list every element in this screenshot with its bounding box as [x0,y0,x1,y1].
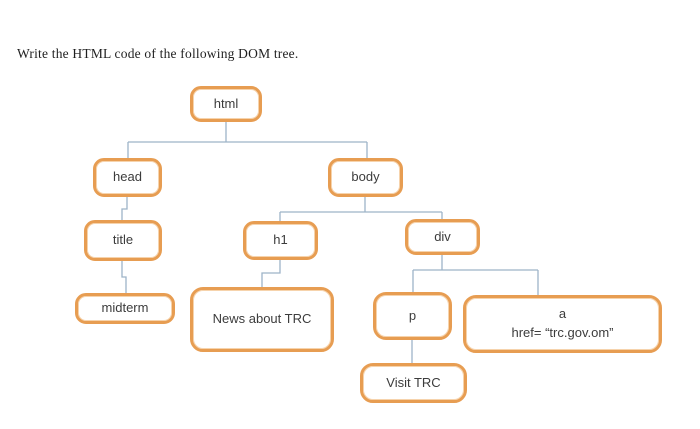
tree-node-news-about-trc: News about TRC [190,287,334,352]
tree-node-div-label: div [434,228,451,244]
connector-html-to-head-body [127,122,368,158]
prompt-text: Write the HTML code of the following DOM… [17,46,299,61]
tree-node-visit-trc: Visit TRC [360,363,467,403]
tree-node-html-label: html [213,95,239,111]
connector-title-to-midterm [121,261,127,293]
tree-node-head: head [93,158,162,197]
tree-node-midterm-label: midterm [101,300,149,316]
tree-node-a: a href= “trc.gov.om” [463,295,662,353]
tree-node-a-href-label: href= “trc.gov.om” [511,325,614,340]
tree-node-div: div [405,219,480,255]
connector-body-to-h1-div [279,197,443,221]
tree-node-visit-label: Visit TRC [386,374,441,390]
tree-node-a-label: a [558,306,567,322]
connector-head-to-title [121,197,128,220]
connector-div-to-p-a [412,255,539,295]
tree-node-news-label: News about TRC [212,311,312,327]
tree-node-p-label: p [408,307,417,323]
connector-h1-to-news [261,260,281,287]
tree-node-html: html [190,86,262,122]
tree-node-body: body [328,158,403,197]
tree-node-head-label: head [113,169,142,185]
tree-node-body-label: body [351,169,380,185]
tree-node-h1-label: h1 [273,232,288,248]
tree-node-title: title [84,220,162,261]
tree-node-midterm: midterm [75,293,175,324]
tree-node-title-label: title [112,232,134,248]
tree-node-p: p [373,292,452,340]
tree-node-h1: h1 [243,221,318,260]
